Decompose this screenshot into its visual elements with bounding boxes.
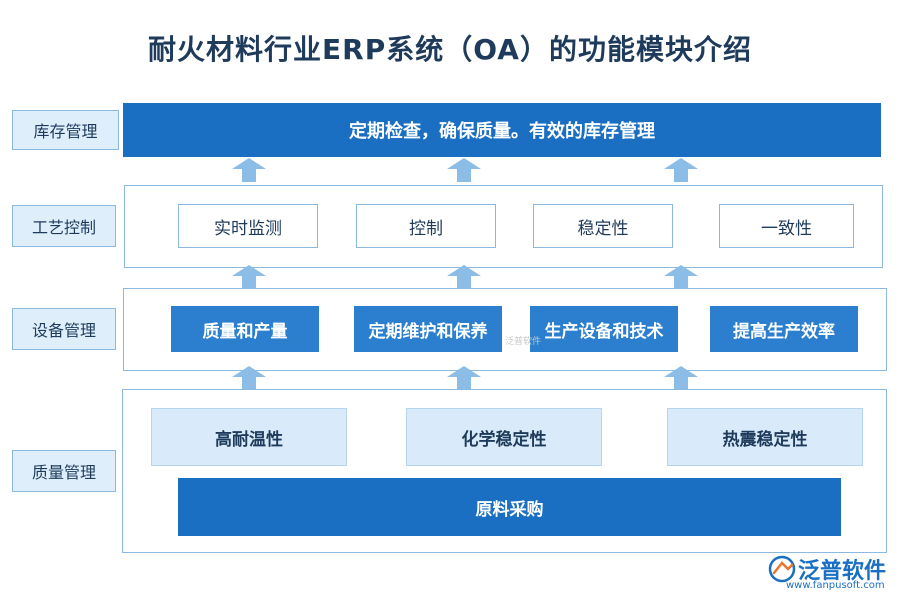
brand-name: 泛普软件 [798, 559, 887, 584]
brand-url: www.fanpusoft.com [786, 580, 885, 591]
quality-item-heat-resistance: 高耐温性 [151, 408, 347, 466]
quality-base-raw-material: 原料采购 [178, 478, 841, 536]
up-arrow-icon [232, 158, 266, 182]
equipment-item-efficiency: 提高生产效率 [710, 306, 858, 352]
process-item-realtime-monitoring: 实时监测 [178, 204, 318, 248]
up-arrow-icon [447, 265, 481, 289]
up-arrow-icon [664, 265, 698, 289]
side-label-equipment: 设备管理 [12, 308, 116, 350]
up-arrow-icon [232, 265, 266, 289]
watermark: 泛普软件 [505, 337, 542, 347]
side-label-quality: 质量管理 [12, 450, 116, 492]
side-label-process: 工艺控制 [12, 205, 116, 247]
process-item-control: 控制 [356, 204, 496, 248]
side-label-inventory: 库存管理 [12, 110, 119, 150]
process-item-stability: 稳定性 [533, 204, 673, 248]
up-arrow-icon [664, 158, 698, 182]
brand-logo-icon [768, 555, 796, 583]
equipment-item-production-tech: 生产设备和技术 [530, 306, 678, 352]
quality-item-thermal-shock: 热震稳定性 [667, 408, 863, 466]
equipment-item-quality-output: 质量和产量 [171, 306, 319, 352]
up-arrow-icon [447, 366, 481, 390]
equipment-item-maintenance: 定期维护和保养 [354, 306, 502, 352]
up-arrow-icon [447, 158, 481, 182]
inventory-banner: 定期检查，确保质量。有效的库存管理 [123, 103, 881, 157]
up-arrow-icon [232, 366, 266, 390]
quality-item-chemical-stability: 化学稳定性 [406, 408, 602, 466]
up-arrow-icon [664, 366, 698, 390]
page-title: 耐火材料行业ERP系统（OA）的功能模块介绍 [148, 33, 752, 66]
process-item-consistency: 一致性 [719, 204, 854, 248]
